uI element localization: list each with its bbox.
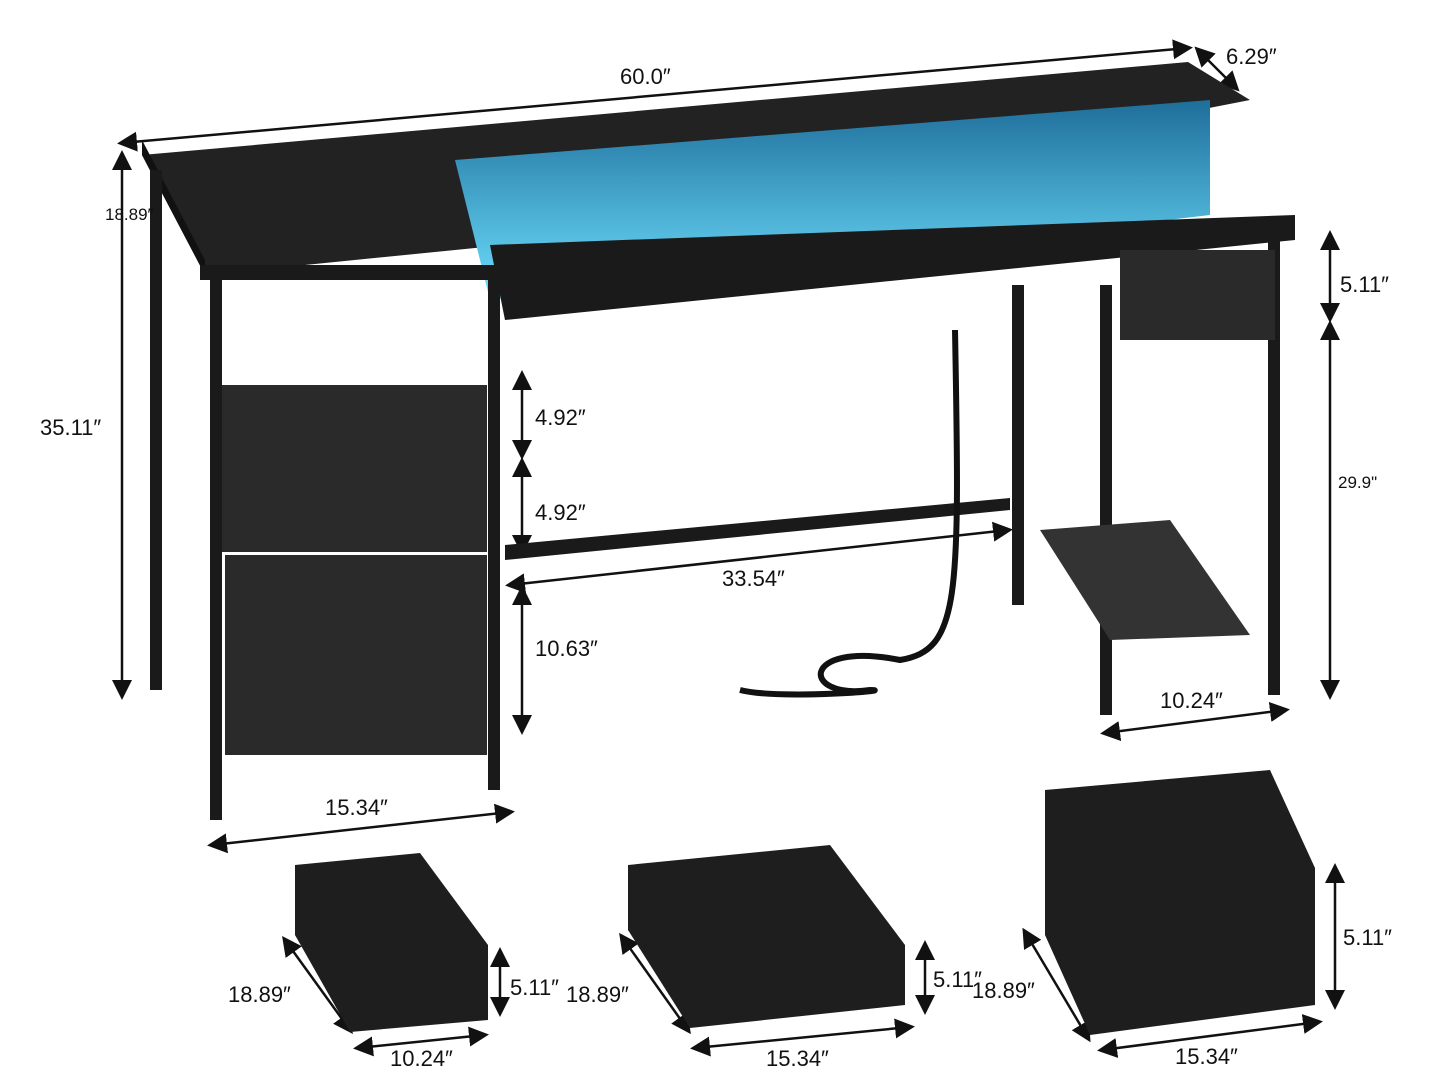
drawer3-height-label: 5.11″ (1343, 925, 1392, 950)
drawer2-depth-label: 18.89″ (566, 982, 629, 1007)
drawer1-height-label: 4.92″ (535, 405, 586, 430)
drawer3-depth-label: 18.89″ (972, 978, 1035, 1003)
desk-depth-label: 18.89″ (105, 205, 154, 224)
drawer2-width-label: 15.34″ (766, 1046, 829, 1071)
cabinet-width-label: 15.34″ (325, 795, 388, 820)
drawer2-height-label: 4.92″ (535, 500, 586, 525)
desk-height-label: 29.9" (1338, 473, 1378, 492)
desk-width-label: 60.0″ (620, 64, 671, 89)
drawer3-width-label: 15.34″ (1175, 1044, 1238, 1069)
side-drawer-height-label: 5.11″ (1340, 272, 1389, 297)
bar-length-label: 33.54″ (722, 566, 785, 591)
drawer1-depth-label: 18.89″ (228, 982, 291, 1007)
total-height-label: 35.11″ (40, 415, 102, 440)
drawer1-height-label: 5.11″ (510, 975, 559, 1000)
drawer2-height-label: 5.11″ (933, 967, 982, 992)
dimension-lines (112, 39, 1345, 1058)
side-width-label: 10.24″ (1160, 688, 1223, 713)
shelf-depth-label: 6.29″ (1226, 44, 1277, 69)
file-drawer-height-label: 10.63″ (535, 636, 598, 661)
drawer1-width-label: 10.24″ (390, 1046, 453, 1071)
loose-drawers (295, 770, 1315, 1035)
desk (142, 62, 1295, 820)
